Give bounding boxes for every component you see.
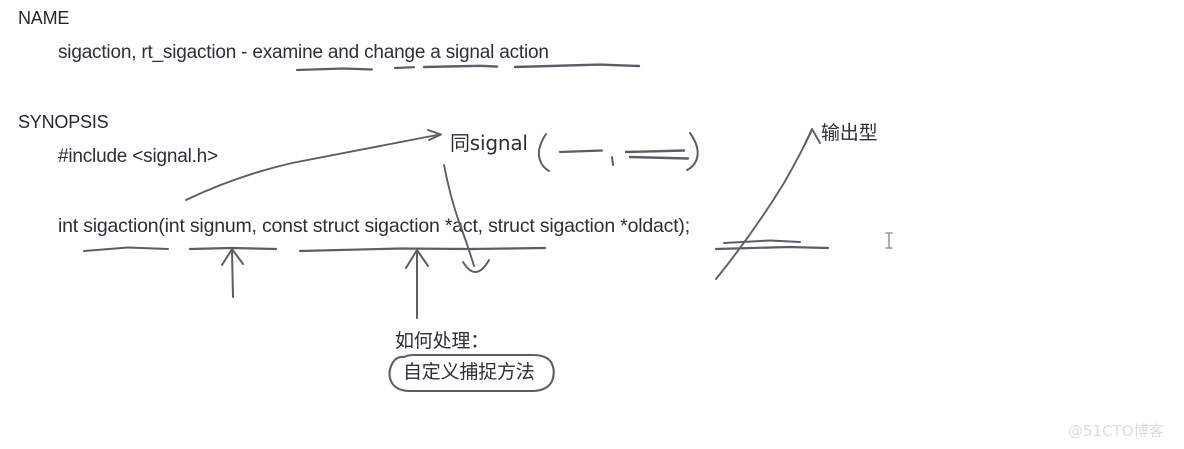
arrowhead-oldact-to-output-type xyxy=(802,128,821,149)
underline-oldact-lower xyxy=(714,245,830,251)
hand-dash-second-lower xyxy=(628,155,690,160)
site-watermark: @51CTO博客 xyxy=(1068,422,1164,440)
underline-oldact-upper xyxy=(723,239,801,244)
underline-signum xyxy=(188,246,278,251)
synopsis-section-heading: SYNOPSIS xyxy=(18,112,109,132)
text-cursor-i-beam xyxy=(885,232,893,249)
hand-comma xyxy=(611,156,614,166)
arrow-up-to-signum xyxy=(231,250,234,298)
hand-paren-open xyxy=(537,133,550,172)
arrowhead-up-to-act xyxy=(405,249,429,269)
annotation-output-type: 输出型 xyxy=(821,122,878,144)
underline-examine xyxy=(295,67,374,72)
underline-const-struct-sigaction-act xyxy=(298,246,547,253)
hand-dash-second-upper xyxy=(624,149,686,154)
function-signature-line: int sigaction(int signum, const struct s… xyxy=(58,215,690,237)
hand-dash-first xyxy=(558,149,604,154)
name-section-heading: NAME xyxy=(18,8,70,28)
underline-int-return-type xyxy=(83,246,169,252)
arrow-include-to-same-as-signal xyxy=(185,134,438,201)
annotation-custom-capture-method: 自定义捕捉方法 xyxy=(403,361,535,383)
include-directive-line: #include <signal.h> xyxy=(58,146,218,167)
annotation-how-to-handle: 如何处理： xyxy=(395,330,490,352)
arrowhead-include-to-same-as-signal xyxy=(427,129,442,141)
underline-and xyxy=(393,66,416,70)
arrow-oldact-to-output-type xyxy=(715,131,812,280)
arrowhead-up-to-signum xyxy=(221,248,244,266)
underline-signal-action xyxy=(513,63,641,69)
annotation-same-as-signal: 同signal xyxy=(450,131,528,155)
hand-paren-close xyxy=(686,132,699,171)
arrowhead-curve-to-act xyxy=(462,259,490,273)
underline-change xyxy=(422,64,499,69)
name-section-description: sigaction, rt_sigaction - examine and ch… xyxy=(58,42,549,63)
